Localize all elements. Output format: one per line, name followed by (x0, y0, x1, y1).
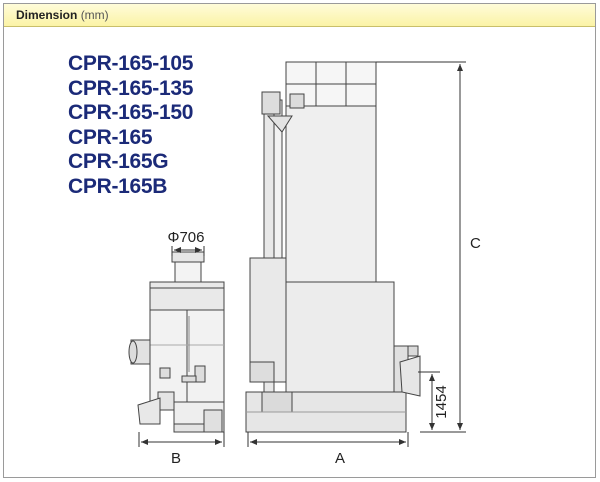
model-item: CPR-165 (68, 125, 153, 149)
label-b: B (171, 450, 181, 467)
model-item: CPR-165-135 (68, 76, 194, 100)
side-view (128, 251, 225, 433)
panel-header: Dimension (mm) (4, 4, 595, 27)
dimension-diameter (171, 246, 205, 256)
label-a: A (335, 450, 345, 467)
model-item: CPR-165G (68, 150, 169, 173)
dimension-1454 (418, 371, 440, 430)
dimension-c (376, 61, 466, 433)
dimension-b (138, 432, 225, 447)
label-diameter: Φ706 (168, 229, 205, 246)
label-1454: 1454 (433, 385, 450, 418)
model-item: CPR-165B (68, 174, 168, 198)
dimension-a (247, 432, 409, 447)
model-list: CPR-165-105 CPR-165-135 CPR-165-150 CPR-… (68, 52, 193, 199)
header-title: Dimension (16, 8, 78, 22)
front-view (245, 61, 421, 433)
header-unit: (mm) (80, 8, 109, 22)
label-c: C (470, 235, 481, 252)
header-text: Dimension (mm) (16, 8, 109, 22)
model-item: CPR-165-150 (68, 101, 194, 124)
model-item: CPR-165-105 (68, 52, 194, 75)
